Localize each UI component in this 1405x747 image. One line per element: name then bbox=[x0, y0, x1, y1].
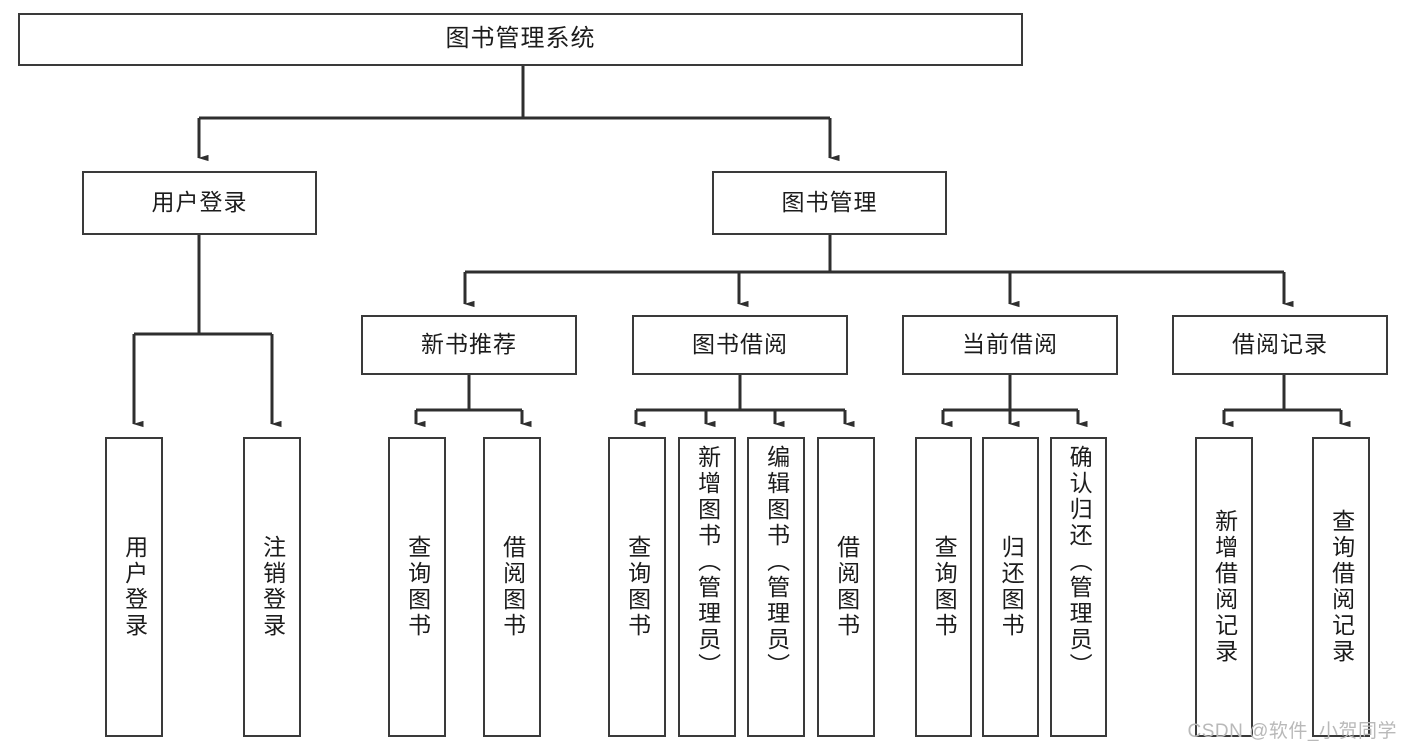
node-new-book-rec[interactable]: 新书推荐 bbox=[361, 315, 577, 375]
node-borrow-record-label: 借阅记录 bbox=[1232, 331, 1328, 358]
node-leaf-borrow-book-2[interactable]: 借阅图书 bbox=[817, 437, 875, 737]
node-root-label: 图书管理系统 bbox=[445, 25, 596, 53]
node-leaf-confirm-return[interactable]: 确认归还（管理员） bbox=[1050, 437, 1107, 737]
node-leaf-query-book-3-label: 查询图书 bbox=[931, 535, 958, 639]
node-book-borrow-label: 图书借阅 bbox=[692, 331, 788, 358]
node-current-borrow[interactable]: 当前借阅 bbox=[902, 315, 1118, 375]
node-leaf-query-book-1-label: 查询图书 bbox=[404, 535, 431, 639]
node-leaf-query-book-1[interactable]: 查询图书 bbox=[388, 437, 446, 737]
node-leaf-edit-book[interactable]: 编辑图书（管理员） bbox=[747, 437, 805, 737]
node-leaf-borrow-book-1-label: 借阅图书 bbox=[499, 535, 526, 639]
watermark-text: CSDN @软件_小贺同学 bbox=[1187, 721, 1397, 742]
node-leaf-add-book-label: 新增图书（管理员） bbox=[694, 445, 721, 679]
node-new-book-rec-label: 新书推荐 bbox=[421, 331, 517, 358]
node-leaf-borrow-book-2-label: 借阅图书 bbox=[833, 535, 860, 639]
node-leaf-return-book[interactable]: 归还图书 bbox=[982, 437, 1039, 737]
node-leaf-query-record-label: 查询借阅记录 bbox=[1328, 509, 1355, 665]
node-leaf-query-book-3[interactable]: 查询图书 bbox=[915, 437, 972, 737]
node-leaf-user-login-label: 用户登录 bbox=[121, 535, 148, 639]
node-user-login-label: 用户登录 bbox=[151, 189, 248, 216]
node-leaf-borrow-book-1[interactable]: 借阅图书 bbox=[483, 437, 541, 737]
node-leaf-return-book-label: 归还图书 bbox=[998, 535, 1025, 639]
node-current-borrow-label: 当前借阅 bbox=[962, 331, 1058, 358]
node-book-manage-label: 图书管理 bbox=[781, 189, 878, 216]
node-borrow-record[interactable]: 借阅记录 bbox=[1172, 315, 1388, 375]
node-leaf-logout[interactable]: 注销登录 bbox=[243, 437, 301, 737]
node-leaf-confirm-return-label: 确认归还（管理员） bbox=[1066, 445, 1093, 679]
node-user-login[interactable]: 用户登录 bbox=[82, 171, 317, 235]
node-leaf-query-book-2-label: 查询图书 bbox=[624, 535, 651, 639]
node-leaf-query-book-2[interactable]: 查询图书 bbox=[608, 437, 666, 737]
node-book-manage[interactable]: 图书管理 bbox=[712, 171, 947, 235]
node-leaf-logout-label: 注销登录 bbox=[259, 535, 286, 639]
node-leaf-user-login[interactable]: 用户登录 bbox=[105, 437, 163, 737]
node-leaf-add-record-label: 新增借阅记录 bbox=[1211, 509, 1238, 665]
node-book-borrow[interactable]: 图书借阅 bbox=[632, 315, 848, 375]
node-root[interactable]: 图书管理系统 bbox=[18, 13, 1023, 66]
node-leaf-query-record[interactable]: 查询借阅记录 bbox=[1312, 437, 1370, 737]
node-leaf-edit-book-label: 编辑图书（管理员） bbox=[763, 445, 790, 679]
node-leaf-add-record[interactable]: 新增借阅记录 bbox=[1195, 437, 1253, 737]
node-leaf-add-book[interactable]: 新增图书（管理员） bbox=[678, 437, 736, 737]
